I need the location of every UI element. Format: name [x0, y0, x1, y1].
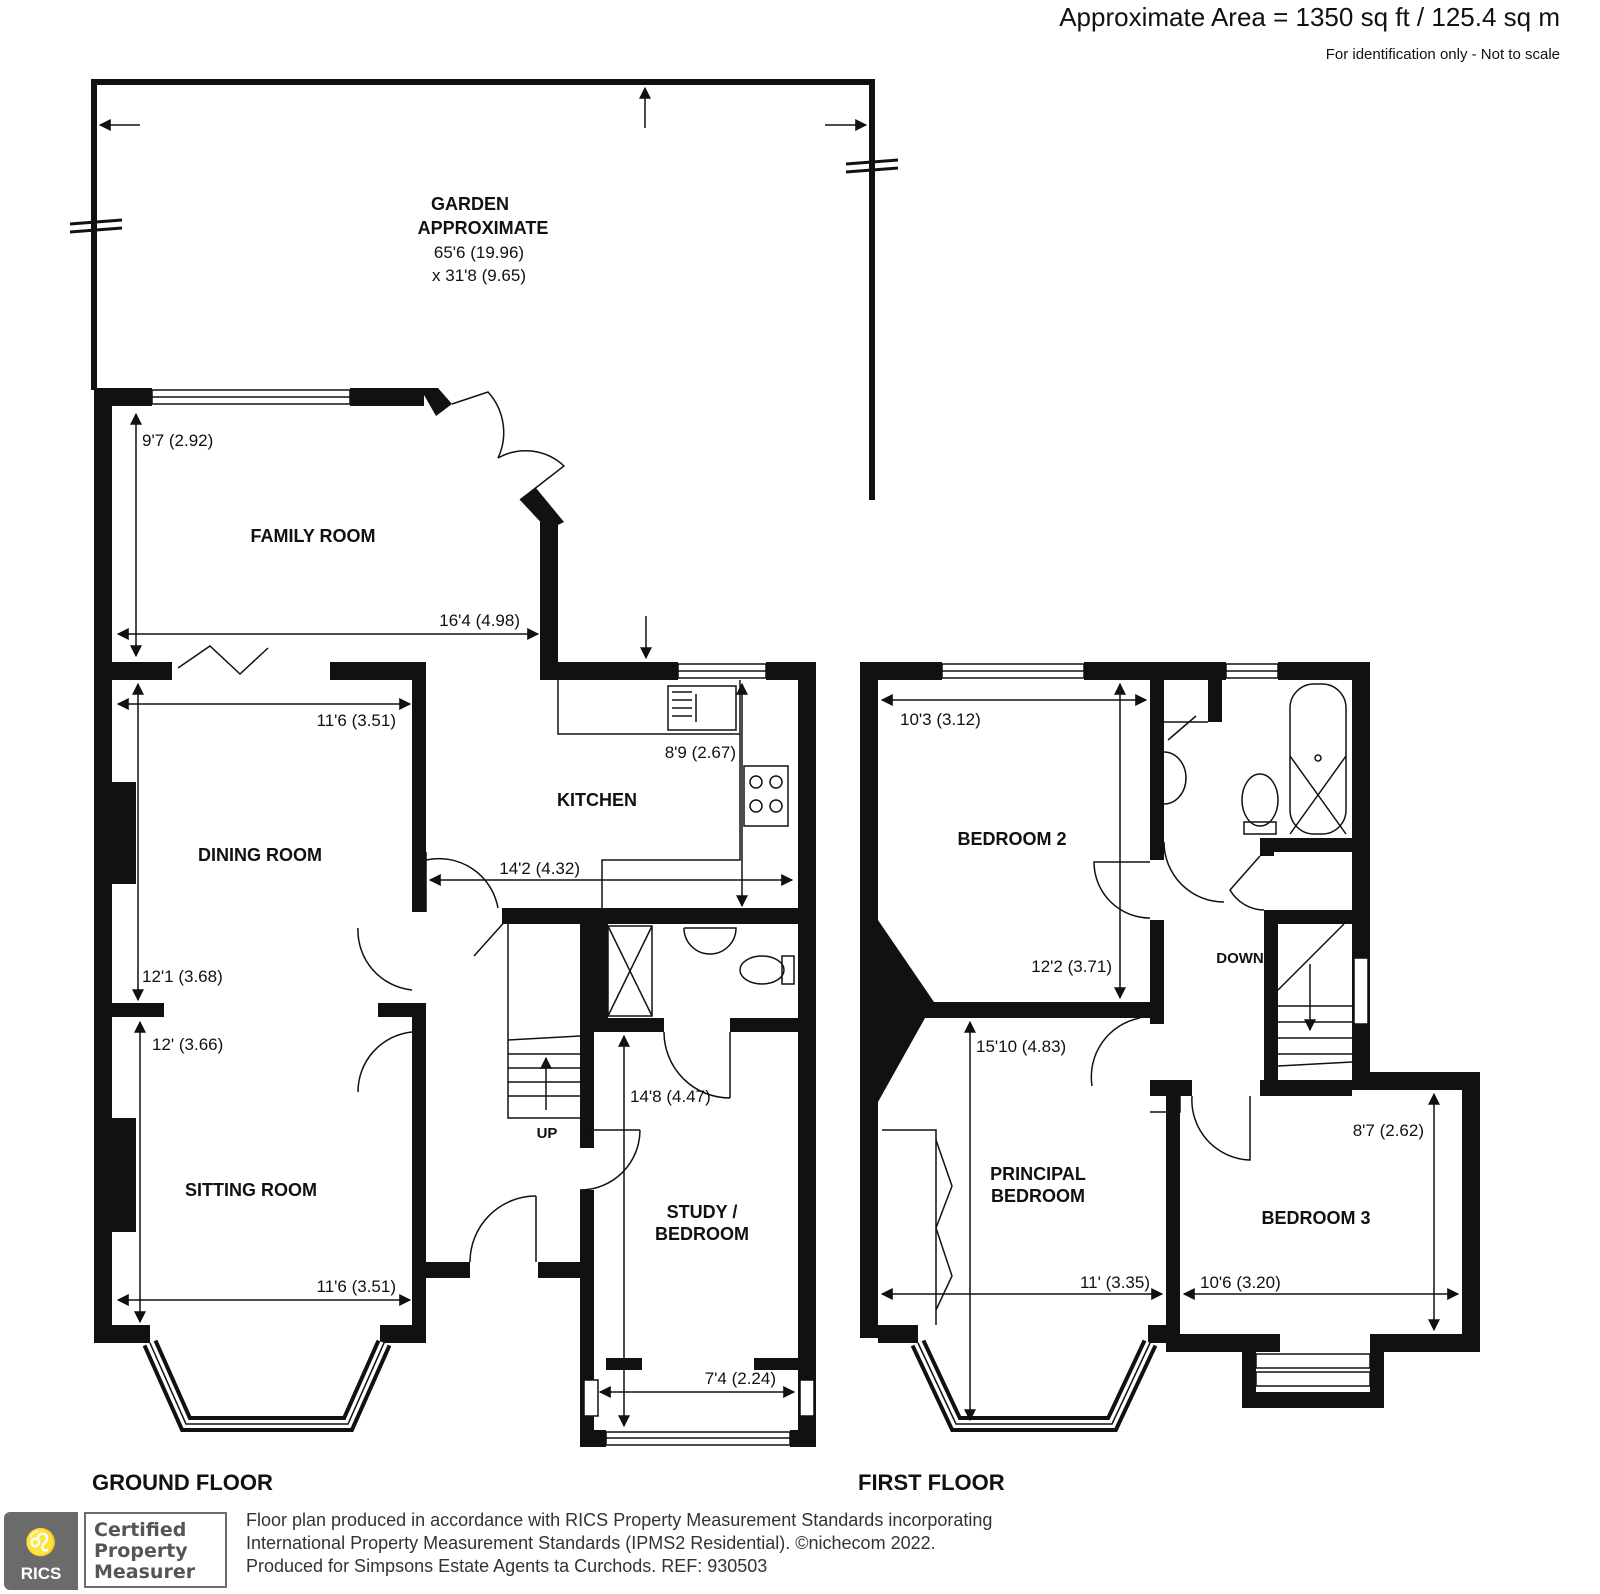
shower-room-fittings	[607, 925, 795, 1017]
floor-plan: GARDEN APPROXIMATE 65'6 (19.96) x 31'8 (…	[69, 79, 1480, 1495]
certified-measurer-box: Certified Property Measurer	[84, 1512, 227, 1588]
dim-dining-depth: 12'1 (3.68)	[142, 967, 223, 986]
bathroom-fittings	[1163, 683, 1347, 835]
dimension-labels: 9'7 (2.92) 16'4 (4.98) 8'9 (2.67) 14'2 (…	[142, 431, 1424, 1388]
label-stairs-up: UP	[537, 1125, 558, 1142]
label-family-room: FAMILY ROOM	[250, 526, 375, 546]
cert-line-3: Measurer	[94, 1561, 196, 1583]
principal-bay-window	[910, 1339, 1158, 1432]
dim-sitting-depth: 12' (3.66)	[152, 1035, 223, 1054]
dim-bedroom2-width: 10'3 (3.12)	[900, 710, 981, 729]
sitting-bay-window	[142, 1339, 392, 1432]
disclaimer: For identification only - Not to scale	[1325, 46, 1560, 63]
ground-floor-walls	[94, 388, 816, 1447]
footer-line-2: International Property Measurement Stand…	[246, 1533, 936, 1553]
footer-notes: Floor plan produced in accordance with R…	[246, 1509, 992, 1578]
label-ground-floor: GROUND FLOOR	[92, 1470, 273, 1495]
garden-markers	[69, 86, 899, 234]
dim-garden-width: x 31'8 (9.65)	[432, 266, 526, 285]
dim-family-depth: 9'7 (2.92)	[142, 431, 213, 450]
label-principal-bedroom: BEDROOM	[991, 1186, 1085, 1206]
label-garden-approx: APPROXIMATE	[418, 218, 549, 238]
label-principal: PRINCIPAL	[990, 1164, 1086, 1184]
dim-study-depth: 14'8 (4.47)	[630, 1087, 711, 1106]
rics-certified-badge: ♌ RICS Certified Property Measurer	[4, 1512, 229, 1590]
lion-icon: ♌	[24, 1527, 58, 1557]
dim-principal-depth: 15'10 (4.83)	[976, 1037, 1066, 1056]
label-stairs-down: DOWN	[1216, 950, 1264, 967]
first-windows	[941, 663, 1371, 1387]
dim-bedroom3-depth: 8'7 (2.62)	[1353, 1121, 1424, 1140]
first-doors	[1090, 715, 1265, 1188]
label-study: STUDY /	[667, 1202, 738, 1222]
garden-boundary	[91, 79, 875, 500]
ground-doors	[177, 391, 731, 1263]
rics-logo: ♌ RICS	[4, 1512, 78, 1590]
ground-windows	[151, 389, 815, 1446]
cert-line-2: Property	[94, 1540, 188, 1562]
dim-bedroom3-width: 10'6 (3.20)	[1200, 1273, 1281, 1292]
label-first-floor: FIRST FLOOR	[858, 1470, 1005, 1495]
label-sitting-room: SITTING ROOM	[185, 1180, 317, 1200]
cert-line-1: Certified	[94, 1519, 187, 1541]
footer-line-1: Floor plan produced in accordance with R…	[246, 1510, 993, 1530]
dim-kitchen-depth: 8'9 (2.67)	[665, 743, 736, 762]
footer-line-3: Produced for Simpsons Estate Agents ta C…	[246, 1556, 768, 1576]
dimension-lines	[116, 412, 1460, 1428]
dim-study-width: 7'4 (2.24)	[705, 1369, 776, 1388]
dim-garden-length: 65'6 (19.96)	[434, 243, 524, 262]
dim-kitchen-width: 14'2 (4.32)	[499, 859, 580, 878]
rics-logo-text: RICS	[20, 1564, 62, 1583]
dim-family-width: 16'4 (4.98)	[439, 611, 520, 630]
ground-stairs	[507, 918, 581, 1119]
floor-labels: GROUND FLOOR FIRST FLOOR	[92, 1470, 1005, 1495]
dim-dining-width: 11'6 (3.51)	[317, 711, 396, 730]
dim-principal-width: 11' (3.35)	[1080, 1273, 1150, 1292]
dim-sitting-width: 11'6 (3.51)	[317, 1277, 396, 1296]
label-kitchen: KITCHEN	[557, 790, 637, 810]
first-stairs	[1277, 923, 1353, 1067]
approximate-area: Approximate Area = 1350 sq ft / 125.4 sq…	[1059, 2, 1560, 32]
label-dining-room: DINING ROOM	[198, 845, 322, 865]
label-garden: GARDEN	[431, 194, 509, 214]
label-bedroom-2: BEDROOM 2	[957, 829, 1066, 849]
principal-wardrobe	[882, 1129, 953, 1325]
label-bedroom-3: BEDROOM 3	[1261, 1208, 1370, 1228]
first-floor-walls	[860, 662, 1480, 1408]
dim-bedroom2-depth: 12'2 (3.71)	[1031, 957, 1112, 976]
room-labels: GARDEN APPROXIMATE 65'6 (19.96) x 31'8 (…	[185, 194, 1371, 1244]
label-study-bedroom: BEDROOM	[655, 1224, 749, 1244]
